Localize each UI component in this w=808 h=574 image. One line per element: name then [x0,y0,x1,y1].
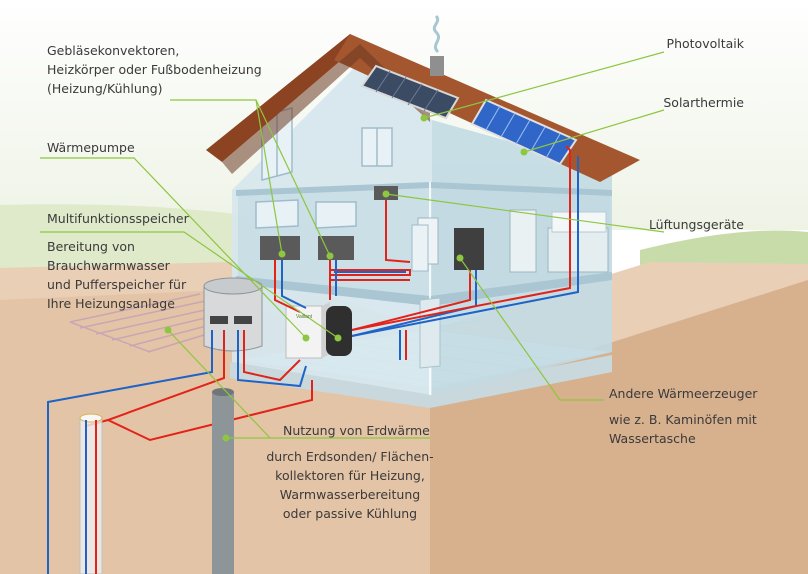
label-multifunktionsspeicher-desc: Bereitung von Brauchwarmwasser und Puffe… [47,237,186,313]
window-ground-left [255,199,299,229]
multi-desc-line1: Bereitung von [47,239,135,254]
door-upper [411,224,429,272]
andere-desc-line2: Wassertasche [609,431,696,446]
label-geblaese-line2: Heizkörper oder Fußbodenheizung [47,62,262,77]
roof-front-edge [206,34,360,162]
borehole-right [212,388,234,574]
heat-pump-brand-text: Vaillant [296,314,313,320]
multi-desc-line2: Brauchwarmwasser [47,258,170,273]
chimney-smoke [432,14,441,54]
multi-desc-line4: Ihre Heizungsanlage [47,296,175,311]
ground-loops [47,330,313,574]
label-photovoltaik: Photovoltaik [666,36,744,51]
ground-floor-level [236,182,612,196]
storage-tank [326,306,352,356]
label-erdwaerme: Nutzung von Erdwärme [283,423,430,438]
label-geblaese: Gebläsekonvektoren, Heizkörper oder Fußb… [47,41,262,98]
solar-thermal-panel [470,98,578,166]
ground-collector [69,293,215,353]
outdoor-buffer-tank [203,277,263,352]
label-geblaese-line1: Gebläsekonvektoren, [47,43,180,58]
label-geblaese-line3: (Heizung/Kühlung) [47,81,163,96]
chimney [430,56,444,76]
andere-desc-line1: wie z. B. Kaminöfen mit [609,412,757,427]
label-multifunktionsspeicher: Multifunktionsspeicher [47,211,189,226]
erdwaerme-desc-line1: durch Erdsonden/ Flächen- [266,449,434,464]
erdwaerme-desc-line4: oder passive Kühlung [282,506,418,521]
borehole-left [79,413,103,574]
label-waermepumpe: Wärmepumpe [47,140,135,155]
erdwaerme-desc-line2: kollektoren für Heizung, [275,468,425,483]
window-ground-mid [315,201,357,229]
leader-dots [164,114,528,442]
label-solarthermie: Solarthermie [663,95,744,110]
multi-desc-line3: und Pufferspeicher für [47,277,187,292]
slab [230,355,612,408]
label-andere-desc: wie z. B. Kaminöfen mit Wassertasche [609,410,757,448]
photovoltaic-panel [360,64,460,120]
soil-right [430,280,808,574]
fan-convector-mid [318,236,354,260]
window-upper-right [361,127,393,167]
kitchen-unit [509,209,537,273]
erdwaerme-desc-line3: Warmwasserbereitung [279,487,421,502]
leader-lines [40,51,665,439]
label-erdwaerme-desc: durch Erdsonden/ Flächen- kollektoren fü… [248,447,452,523]
stove [454,228,484,270]
underfloor-heating [329,269,411,281]
label-lueftungsgeraete: Lüftungsgeräte [648,217,744,232]
roof-underside [222,44,430,174]
label-andere-waermeerzeuger: Andere Wärmeerzeuger [609,386,758,401]
